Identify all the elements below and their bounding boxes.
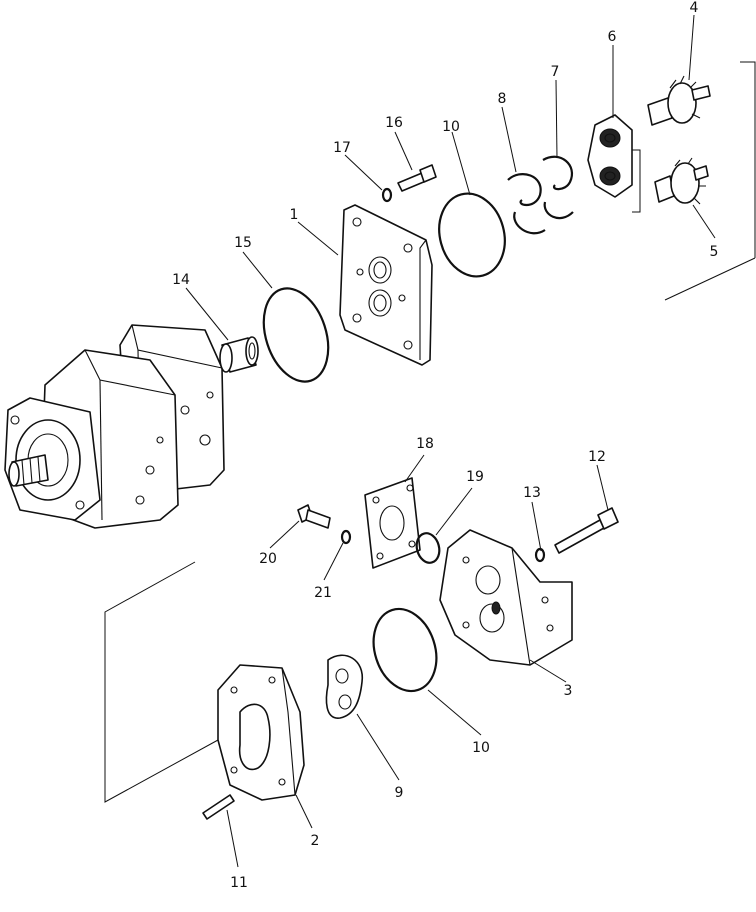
callout-19: 19: [466, 469, 484, 485]
plate-part-18: [364, 477, 421, 569]
callout-14: 14: [172, 272, 190, 288]
bolt-part-20: [297, 504, 331, 529]
callout-4: 4: [690, 0, 699, 16]
callout-12: 12: [588, 449, 606, 465]
bushing-part-6: [587, 114, 633, 198]
callout-6: 6: [608, 29, 617, 45]
callout-9: 9: [395, 785, 404, 801]
callout-1: 1: [290, 207, 299, 223]
pump-assembly: [4, 324, 225, 529]
gear-case-part-2: [217, 664, 305, 801]
callout-2: 2: [311, 833, 320, 849]
callout-20: 20: [259, 551, 277, 567]
callout-13: 13: [523, 485, 541, 501]
bearing-part-14: [219, 336, 259, 373]
o-ring-part-10-upper: [438, 192, 506, 278]
callout-15: 15: [234, 235, 252, 251]
callout-10-lower: 10: [472, 740, 490, 756]
o-ring-part-19: [415, 532, 441, 564]
clip-part-8: [507, 173, 546, 235]
callout-21: 21: [314, 585, 332, 601]
callout-3: 3: [564, 683, 573, 699]
washer-part-13: [534, 547, 546, 563]
callout-10-upper: 10: [442, 119, 460, 135]
bolt-part-16: [397, 164, 437, 192]
washer-part-21: [340, 529, 352, 545]
bolt-part-12: [554, 507, 619, 554]
cover-part-3: [439, 529, 573, 666]
callout-11: 11: [230, 875, 248, 891]
pin-part-11: [202, 794, 235, 820]
plate-part-1: [339, 204, 433, 366]
gear-part-5: [654, 157, 709, 205]
o-ring-part-15: [262, 287, 330, 383]
callout-7: 7: [551, 64, 560, 80]
gear-group-bracket: [632, 149, 641, 213]
callout-labels: 1 2 3 4 5 6 7 8 9 10 10 11 12 13 14 15 1…: [172, 0, 718, 891]
leader-lines: [185, 14, 716, 868]
clip-part-7: [542, 155, 574, 220]
gear-part-4: [647, 75, 711, 126]
callout-16: 16: [385, 115, 403, 131]
callout-17: 17: [333, 140, 351, 156]
washer-part-17: [381, 187, 393, 203]
callout-8: 8: [498, 91, 507, 107]
assembly-reference-line-lower: [104, 561, 219, 803]
seal-part-9: [325, 654, 363, 719]
callout-5: 5: [710, 244, 719, 260]
o-ring-part-10-lower: [372, 607, 438, 693]
callout-18: 18: [416, 436, 434, 452]
assembly-reference-line-upper: [664, 61, 756, 301]
